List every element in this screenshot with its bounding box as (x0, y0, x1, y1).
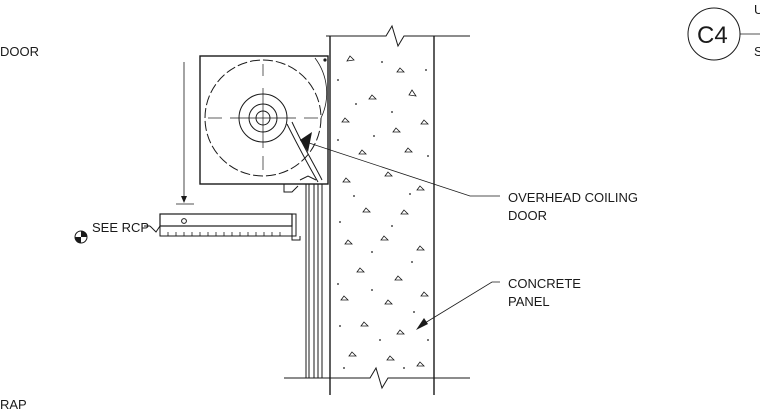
detail-tag-id: C4 (697, 22, 728, 49)
detail-tag-top-letter: U (754, 2, 760, 17)
concrete-dots (337, 61, 429, 369)
door-guides (305, 184, 323, 378)
detail-tag-bottom-letter: S (754, 44, 760, 59)
coil-housing (199, 55, 329, 193)
concrete-panel-label-1: CONCRETE (508, 276, 581, 291)
overhead-coiling-door-label-1: OVERHEAD COILING (508, 190, 638, 205)
left-cut-label-bottom: RAP (0, 397, 27, 412)
overhead-coiling-door-label-2: DOOR (508, 208, 547, 223)
elevation-target-icon (74, 230, 88, 244)
leader-lines (299, 139, 500, 330)
see-rcp-callout (144, 225, 161, 233)
see-rcp-label: SEE RCP (92, 220, 149, 235)
ceiling-soffit (159, 62, 301, 241)
concrete-panel (284, 24, 470, 395)
concrete-aggregate (340, 55, 429, 367)
left-cut-label-top: DOOR (0, 44, 39, 59)
detail-tag (687, 7, 760, 61)
concrete-panel-label-2: PANEL (508, 294, 550, 309)
